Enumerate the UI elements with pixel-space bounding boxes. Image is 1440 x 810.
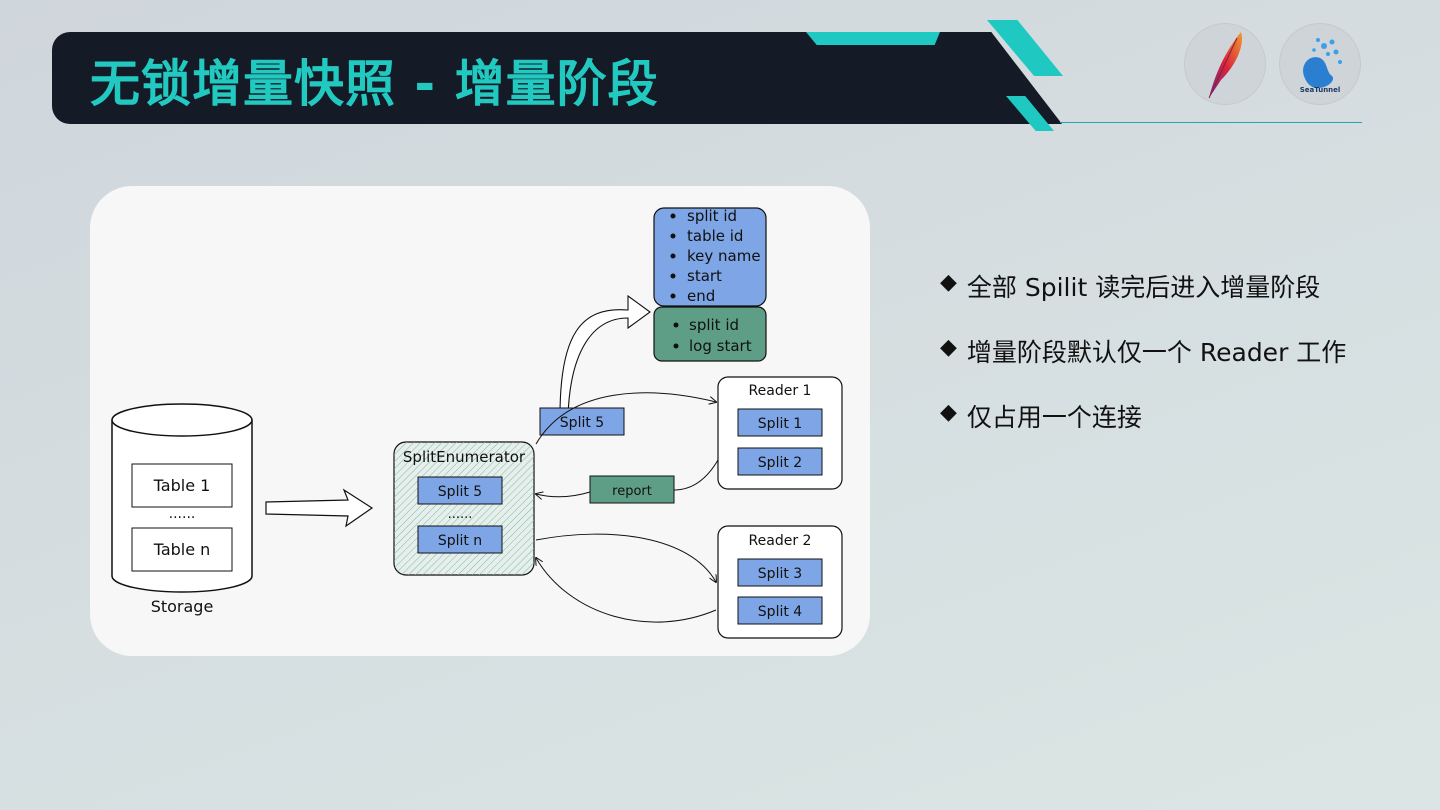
apache-logo bbox=[1185, 24, 1265, 104]
storage-cylinder bbox=[111, 403, 253, 593]
bullet-item: ◆ 增量阶段默认仅一个 Reader 工作 bbox=[940, 333, 1346, 398]
storage-table-box bbox=[131, 527, 233, 572]
bullet-list: ◆ 全部 Spilit 读完后进入增量阶段 ◆ 增量阶段默认仅一个 Reader… bbox=[940, 268, 1346, 463]
storage-table-box bbox=[131, 463, 233, 508]
split-info-item: table id bbox=[687, 227, 743, 245]
reader-1-split-2: Split 2 bbox=[758, 455, 802, 471]
reader-2 bbox=[717, 525, 843, 639]
seatunnel-logo: SeaTunnel bbox=[1280, 24, 1360, 104]
split-info-box bbox=[653, 207, 767, 307]
info-arrow bbox=[559, 294, 651, 417]
bullet-text: 增量阶段默认仅一个 Reader 工作 bbox=[966, 338, 1347, 367]
reader-1-split-1: Split 1 bbox=[758, 416, 802, 432]
split-enumerator bbox=[393, 441, 535, 576]
split-info-item: end bbox=[687, 287, 715, 305]
enumerator-split-box bbox=[417, 525, 503, 554]
split-info-item: split id bbox=[687, 207, 737, 225]
diamond-bullet-icon: ◆ bbox=[940, 270, 957, 295]
bullet-item: ◆ 仅占用一个连接 bbox=[940, 398, 1346, 463]
split-info-item: start bbox=[687, 267, 722, 285]
log-info-item: split id bbox=[689, 316, 739, 334]
reader-split-box bbox=[737, 558, 823, 587]
enumerator-split-5: Split 5 bbox=[438, 484, 482, 500]
enumerator-ellipsis: ...... bbox=[448, 507, 473, 522]
diagram-card: Table 1 ...... Table n Storage SplitEnum… bbox=[90, 186, 870, 656]
enumerator-split-n: Split n bbox=[438, 533, 482, 549]
report-label: report bbox=[612, 484, 652, 499]
storage-ellipsis: ...... bbox=[169, 506, 196, 522]
enumerator-split-box bbox=[417, 476, 503, 505]
bullet-text: 仅占用一个连接 bbox=[966, 403, 1142, 432]
moving-split-label: Split 5 bbox=[560, 415, 604, 431]
reader-2-split-4: Split 4 bbox=[758, 604, 802, 620]
seatunnel-logo-text: SeaTunnel bbox=[1299, 86, 1341, 94]
log-info-box bbox=[653, 306, 767, 362]
flow-arrow bbox=[265, 488, 374, 528]
bullet-item: ◆ 全部 Spilit 读完后进入增量阶段 bbox=[940, 268, 1346, 333]
enumerator-label: SplitEnumerator bbox=[403, 448, 526, 466]
bullet-text: 全部 Spilit 读完后进入增量阶段 bbox=[966, 273, 1321, 302]
connector-arrow bbox=[673, 459, 719, 491]
reader-1-label: Reader 1 bbox=[749, 383, 812, 399]
diamond-bullet-icon: ◆ bbox=[940, 400, 957, 425]
storage-table-n: Table n bbox=[153, 540, 211, 559]
report-box bbox=[589, 475, 675, 504]
reader-1 bbox=[717, 376, 843, 490]
split-info-item: key name bbox=[687, 247, 761, 265]
connector-arrow bbox=[536, 492, 591, 497]
connector-arrow bbox=[536, 558, 717, 623]
page-title: 无锁增量快照 - 增量阶段 bbox=[90, 55, 659, 113]
reader-2-label: Reader 2 bbox=[749, 533, 812, 549]
log-info-item: log start bbox=[689, 337, 752, 355]
connector-arrow bbox=[535, 392, 716, 445]
reader-2-split-3: Split 3 bbox=[758, 566, 802, 582]
storage-label: Storage bbox=[151, 597, 214, 616]
title-bar bbox=[52, 32, 1062, 124]
reader-split-box bbox=[737, 447, 823, 476]
title-underline bbox=[1060, 122, 1362, 123]
diamond-bullet-icon: ◆ bbox=[940, 335, 957, 360]
accent-stripe bbox=[806, 32, 940, 45]
storage-table-1: Table 1 bbox=[153, 476, 211, 495]
connector-arrow bbox=[535, 533, 716, 582]
reader-split-box bbox=[737, 408, 823, 437]
reader-split-box bbox=[737, 596, 823, 625]
